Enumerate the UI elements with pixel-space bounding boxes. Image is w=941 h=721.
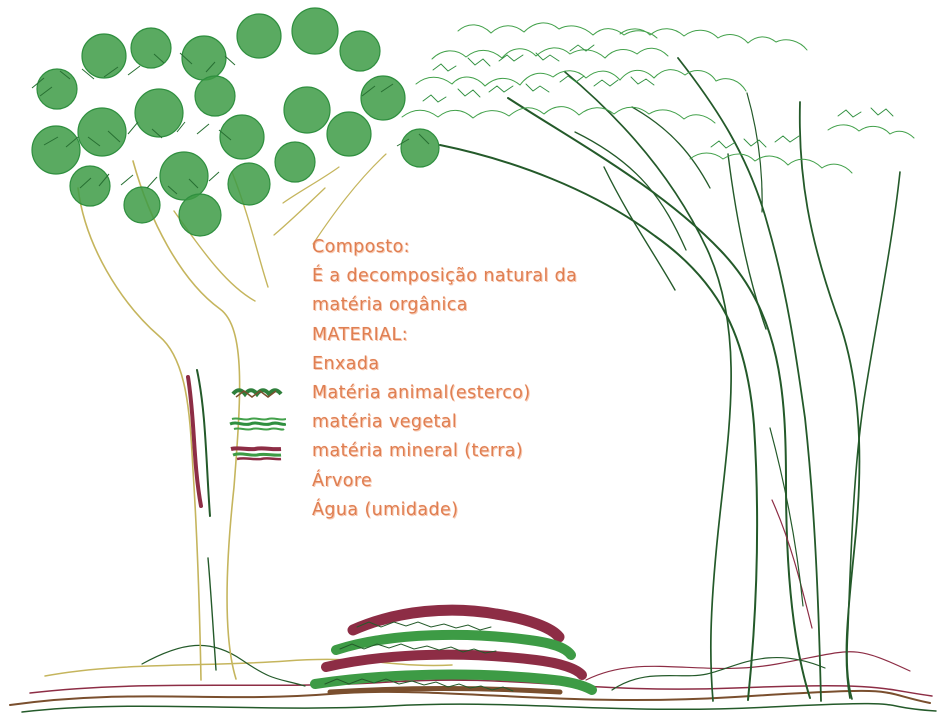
material-item-arvore: Árvore (312, 467, 702, 496)
title: Composto: (312, 233, 702, 262)
material-label-arvore: Árvore (312, 471, 372, 491)
material-item-animal: Matéria animal(esterco) (312, 379, 702, 408)
material-label-enxada: Enxada (312, 354, 379, 374)
left-tree-foliage (32, 8, 439, 236)
materials-heading: MATERIAL: (312, 321, 702, 350)
material-item-enxada: Enxada (312, 350, 702, 379)
plant-matter-swatch (228, 414, 286, 432)
material-label-vegetal: matéria vegetal (312, 412, 457, 432)
definition-line-2: matéria orgânica (312, 291, 702, 320)
composting-text: Composto: É a decomposição natural da ma… (312, 233, 702, 525)
animal-matter-swatch (228, 385, 286, 403)
material-label-agua: Água (umidade) (312, 500, 458, 520)
material-item-agua: Água (umidade) (312, 496, 702, 525)
mineral-matter-swatch (228, 443, 286, 461)
material-item-vegetal: matéria vegetal (312, 408, 702, 437)
definition-line-1: É a decomposição natural da (312, 262, 702, 291)
material-item-mineral: matéria mineral (terra) (312, 437, 702, 466)
material-label-mineral: matéria mineral (terra) (312, 441, 523, 461)
material-label-animal: Matéria animal(esterco) (312, 383, 531, 403)
right-tree-foliage (402, 23, 914, 173)
